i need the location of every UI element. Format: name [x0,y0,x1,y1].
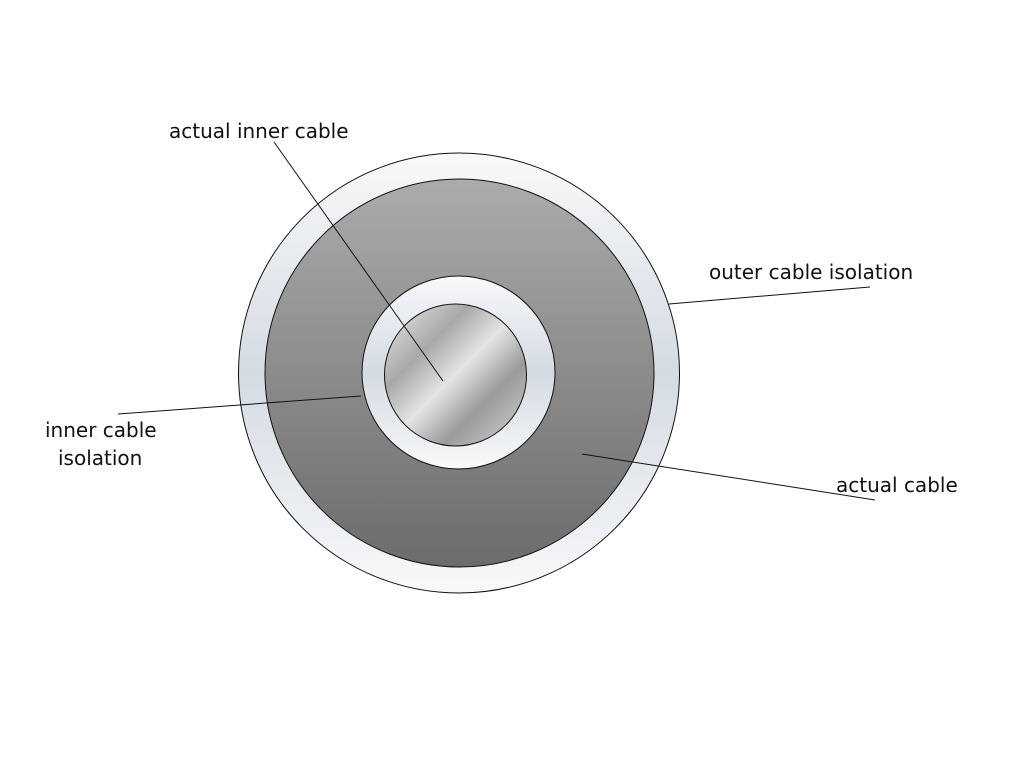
label-actual-inner-cable: actual inner cable [169,119,349,143]
actual-inner-cable [384,303,527,447]
leader-line-inner-cable-isolation [117,395,362,415]
leader-line-outer-cable-isolation [668,286,871,305]
leader-line-actual-inner-cable [273,141,444,382]
label-inner-cable-isolation-line2: isolation [58,446,143,470]
label-outer-cable-isolation: outer cable isolation [709,260,914,284]
label-actual-cable: actual cable [836,473,958,497]
leader-line-actual-cable [581,453,876,501]
label-inner-cable-isolation-line1: inner cable [45,418,157,442]
